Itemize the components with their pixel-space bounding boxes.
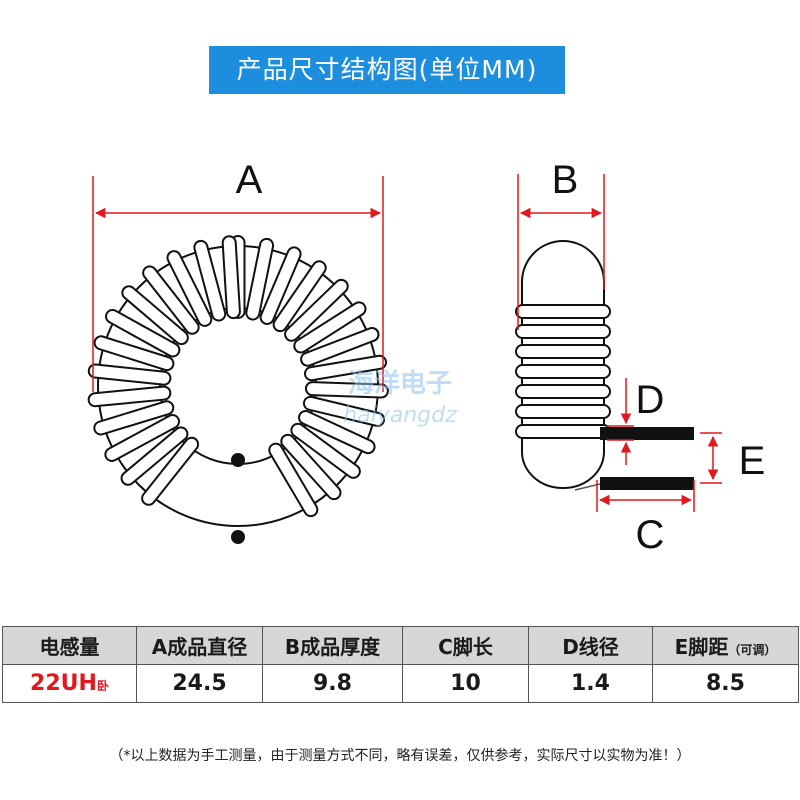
watermark-en: haiyangdz	[343, 403, 457, 428]
toroid-front-view	[87, 235, 389, 544]
spec-header-row: 电感量 A成品直径 B成品厚度 C脚长 D线径 E脚距（可调）	[2, 626, 799, 665]
lead-top	[600, 427, 694, 440]
label-a: A	[236, 158, 263, 202]
header-e-label: E脚距	[674, 635, 729, 659]
winding-turn	[245, 237, 275, 321]
winding-turn	[221, 235, 241, 320]
winding-turn	[93, 335, 175, 372]
dimension-e: E	[700, 432, 766, 484]
winding-turn	[87, 363, 172, 386]
winding-turn	[87, 385, 172, 408]
winding-turn	[141, 436, 200, 506]
winding-turn	[298, 410, 376, 455]
toroid-side-view	[515, 240, 694, 491]
value-c: 10	[402, 664, 529, 703]
label-e: E	[739, 439, 766, 483]
model-cell: 22UH卧	[2, 664, 137, 703]
side-winding-turn	[515, 304, 611, 319]
winding-turn	[300, 327, 380, 367]
spec-table: 电感量 A成品直径 B成品厚度 C脚长 D线径 E脚距（可调） 22UH卧 24…	[2, 626, 799, 703]
lead-bottom	[600, 477, 694, 490]
side-windings	[515, 304, 611, 439]
inductor-drawing: A B D E C	[87, 158, 766, 557]
winding-turn	[290, 422, 361, 479]
value-e: 8.5	[652, 664, 799, 703]
winding-turn	[293, 301, 367, 354]
winding-turn	[142, 265, 200, 335]
winding-turn	[302, 395, 386, 427]
page-title: 产品尺寸结构图(单位MM)	[209, 46, 565, 94]
watermark-cn: 海洋电子	[348, 368, 452, 399]
winding-turn	[120, 426, 189, 486]
winding-turn	[268, 442, 319, 518]
winding-turn	[105, 308, 181, 358]
side-winding-turn	[515, 324, 611, 339]
winding-turn	[166, 250, 213, 327]
winding-turn	[259, 246, 302, 325]
header-c: C脚长	[402, 626, 529, 665]
header-e-note: （可调）	[728, 643, 777, 657]
dimension-b: B	[517, 158, 605, 330]
side-winding-turn	[515, 424, 611, 439]
dimension-a: A	[92, 158, 384, 392]
dimension-d: D	[607, 378, 664, 465]
header-a: A成品直径	[136, 626, 263, 665]
lead-dot-inner	[231, 453, 245, 467]
header-e: E脚距（可调）	[652, 626, 799, 665]
label-b: B	[552, 158, 579, 202]
winding-turn	[121, 285, 189, 346]
winding-turn	[280, 433, 342, 501]
header-inductance: 电感量	[2, 626, 137, 665]
winding-turn	[193, 239, 227, 322]
label-c: C	[636, 513, 665, 557]
winding-turn	[284, 278, 349, 342]
label-d: D	[636, 378, 665, 422]
value-d: 1.4	[528, 664, 653, 703]
value-a: 24.5	[136, 664, 263, 703]
header-b: B成品厚度	[262, 626, 403, 665]
side-winding-turn	[515, 384, 611, 399]
side-winding-turn	[515, 404, 611, 419]
winding-turn	[303, 354, 388, 382]
model-value: 22UH	[30, 671, 97, 696]
winding-turn	[272, 260, 327, 333]
model-suffix: 卧	[96, 679, 109, 693]
winding-turn	[304, 381, 389, 399]
spec-value-row: 22UH卧 24.5 9.8 10 1.4 8.5	[2, 664, 799, 703]
value-b: 9.8	[262, 664, 403, 703]
measurement-note: （*以上数据为手工测量，由于测量方式不同，略有误差，仅供参考，实际尺寸以实物为准…	[109, 748, 691, 764]
side-winding-turn	[515, 344, 611, 359]
watermark: 海洋电子 haiyangdz	[343, 368, 457, 428]
winding-turn	[93, 400, 175, 436]
toroid-windings	[87, 235, 389, 518]
lead-dot-outer	[231, 530, 245, 544]
header-d: D线径	[528, 626, 653, 665]
dimension-c: C	[596, 480, 695, 557]
winding-turn	[104, 414, 181, 462]
side-winding-turn	[515, 364, 611, 379]
